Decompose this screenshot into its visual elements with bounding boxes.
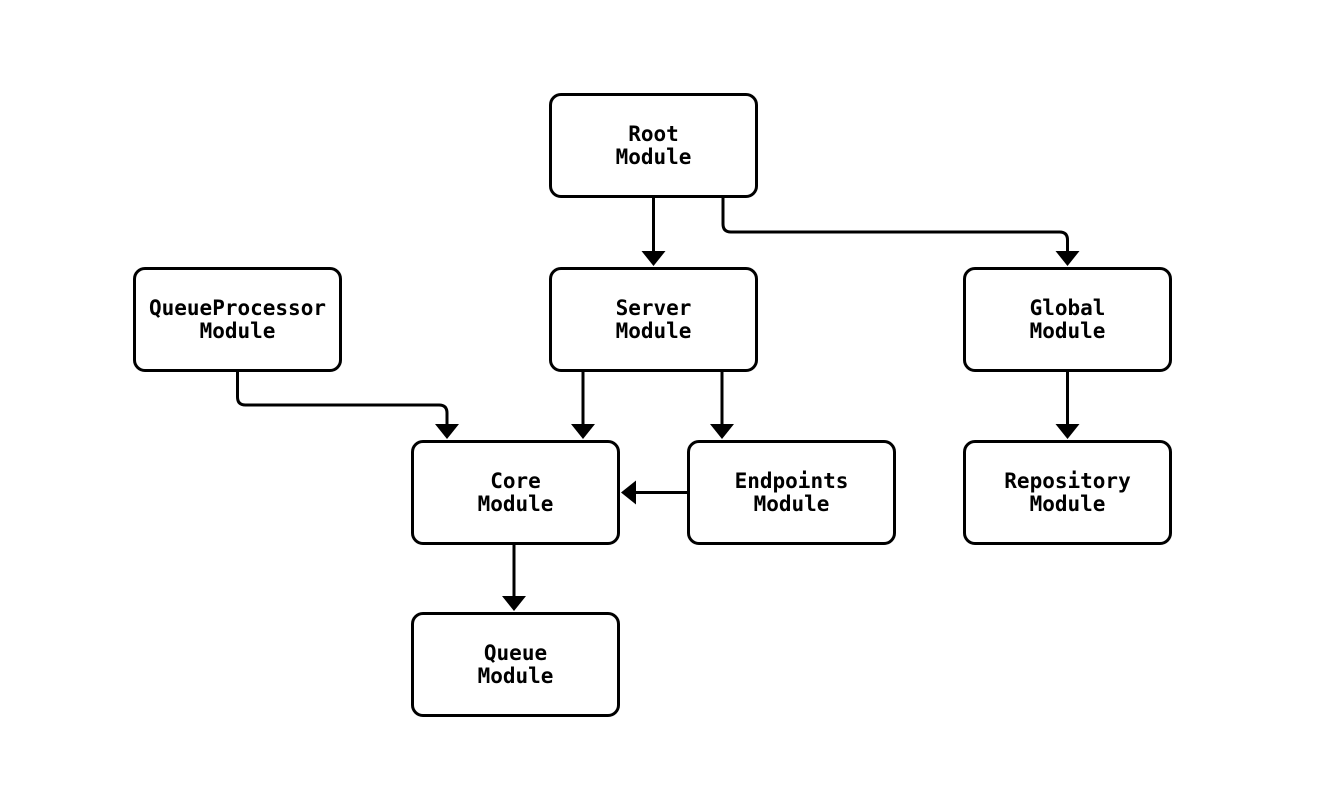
node-endpoints-module: Endpoints Module: [687, 440, 896, 545]
edge-core-to-queue: [502, 545, 526, 611]
node-queueprocessor-module-label-line2: Module: [199, 318, 276, 343]
edge-core-to-queue-arrowhead: [502, 596, 526, 611]
edge-queueprocessor-to-core-line: [236, 372, 449, 426]
edge-server-to-endpoints-arrowhead: [710, 424, 734, 439]
edge-endpoints-to-core: [621, 480, 687, 505]
node-endpoints-module-label-line1: Endpoints: [734, 468, 849, 493]
node-global-module: Global Module: [963, 267, 1172, 372]
node-queueprocessor-module-label-line1: QueueProcessor: [148, 295, 326, 320]
node-queue-module-label-line2: Module: [477, 663, 554, 688]
node-root-module-label-line1: Root: [628, 121, 679, 146]
node-repository-module-label-line2: Module: [1029, 491, 1106, 516]
edge-root-to-global-line: [721, 198, 1069, 253]
node-endpoints-module-label-line2: Module: [753, 491, 830, 516]
edge-server-to-endpoints: [710, 372, 734, 439]
edge-queueprocessor-to-core-arrowhead: [435, 424, 459, 439]
node-queue-module-label-line1: Queue: [483, 640, 548, 665]
edge-global-to-repository: [1055, 372, 1080, 439]
node-core-module-label-line1: Core: [490, 468, 541, 493]
node-root-module-label-line2: Module: [615, 144, 692, 169]
node-queueprocessor-module: QueueProcessor Module: [133, 267, 342, 372]
edge-root-to-global: [721, 198, 1080, 266]
edge-endpoints-to-core-arrowhead: [621, 480, 636, 505]
node-global-module-label-line2: Module: [1029, 318, 1106, 343]
node-server-module-label-line1: Server: [615, 295, 692, 320]
node-core-module: Core Module: [411, 440, 620, 545]
edge-queueprocessor-to-core: [236, 372, 459, 439]
node-server-module-label-line2: Module: [615, 318, 692, 343]
node-repository-module: Repository Module: [963, 440, 1172, 545]
node-queue-module: Queue Module: [411, 612, 620, 717]
edge-root-to-server: [641, 198, 666, 266]
node-repository-module-label-line1: Repository: [1004, 468, 1131, 493]
edge-global-to-repository-arrowhead: [1055, 424, 1080, 439]
node-core-module-label-line2: Module: [477, 491, 554, 516]
edge-server-to-core-arrowhead: [571, 424, 595, 439]
edge-root-to-server-arrowhead: [641, 251, 666, 266]
node-root-module: Root Module: [549, 93, 758, 198]
edge-root-to-global-arrowhead: [1055, 251, 1080, 266]
edge-server-to-core: [571, 372, 595, 439]
node-server-module: Server Module: [549, 267, 758, 372]
node-global-module-label-line1: Global: [1029, 295, 1106, 320]
